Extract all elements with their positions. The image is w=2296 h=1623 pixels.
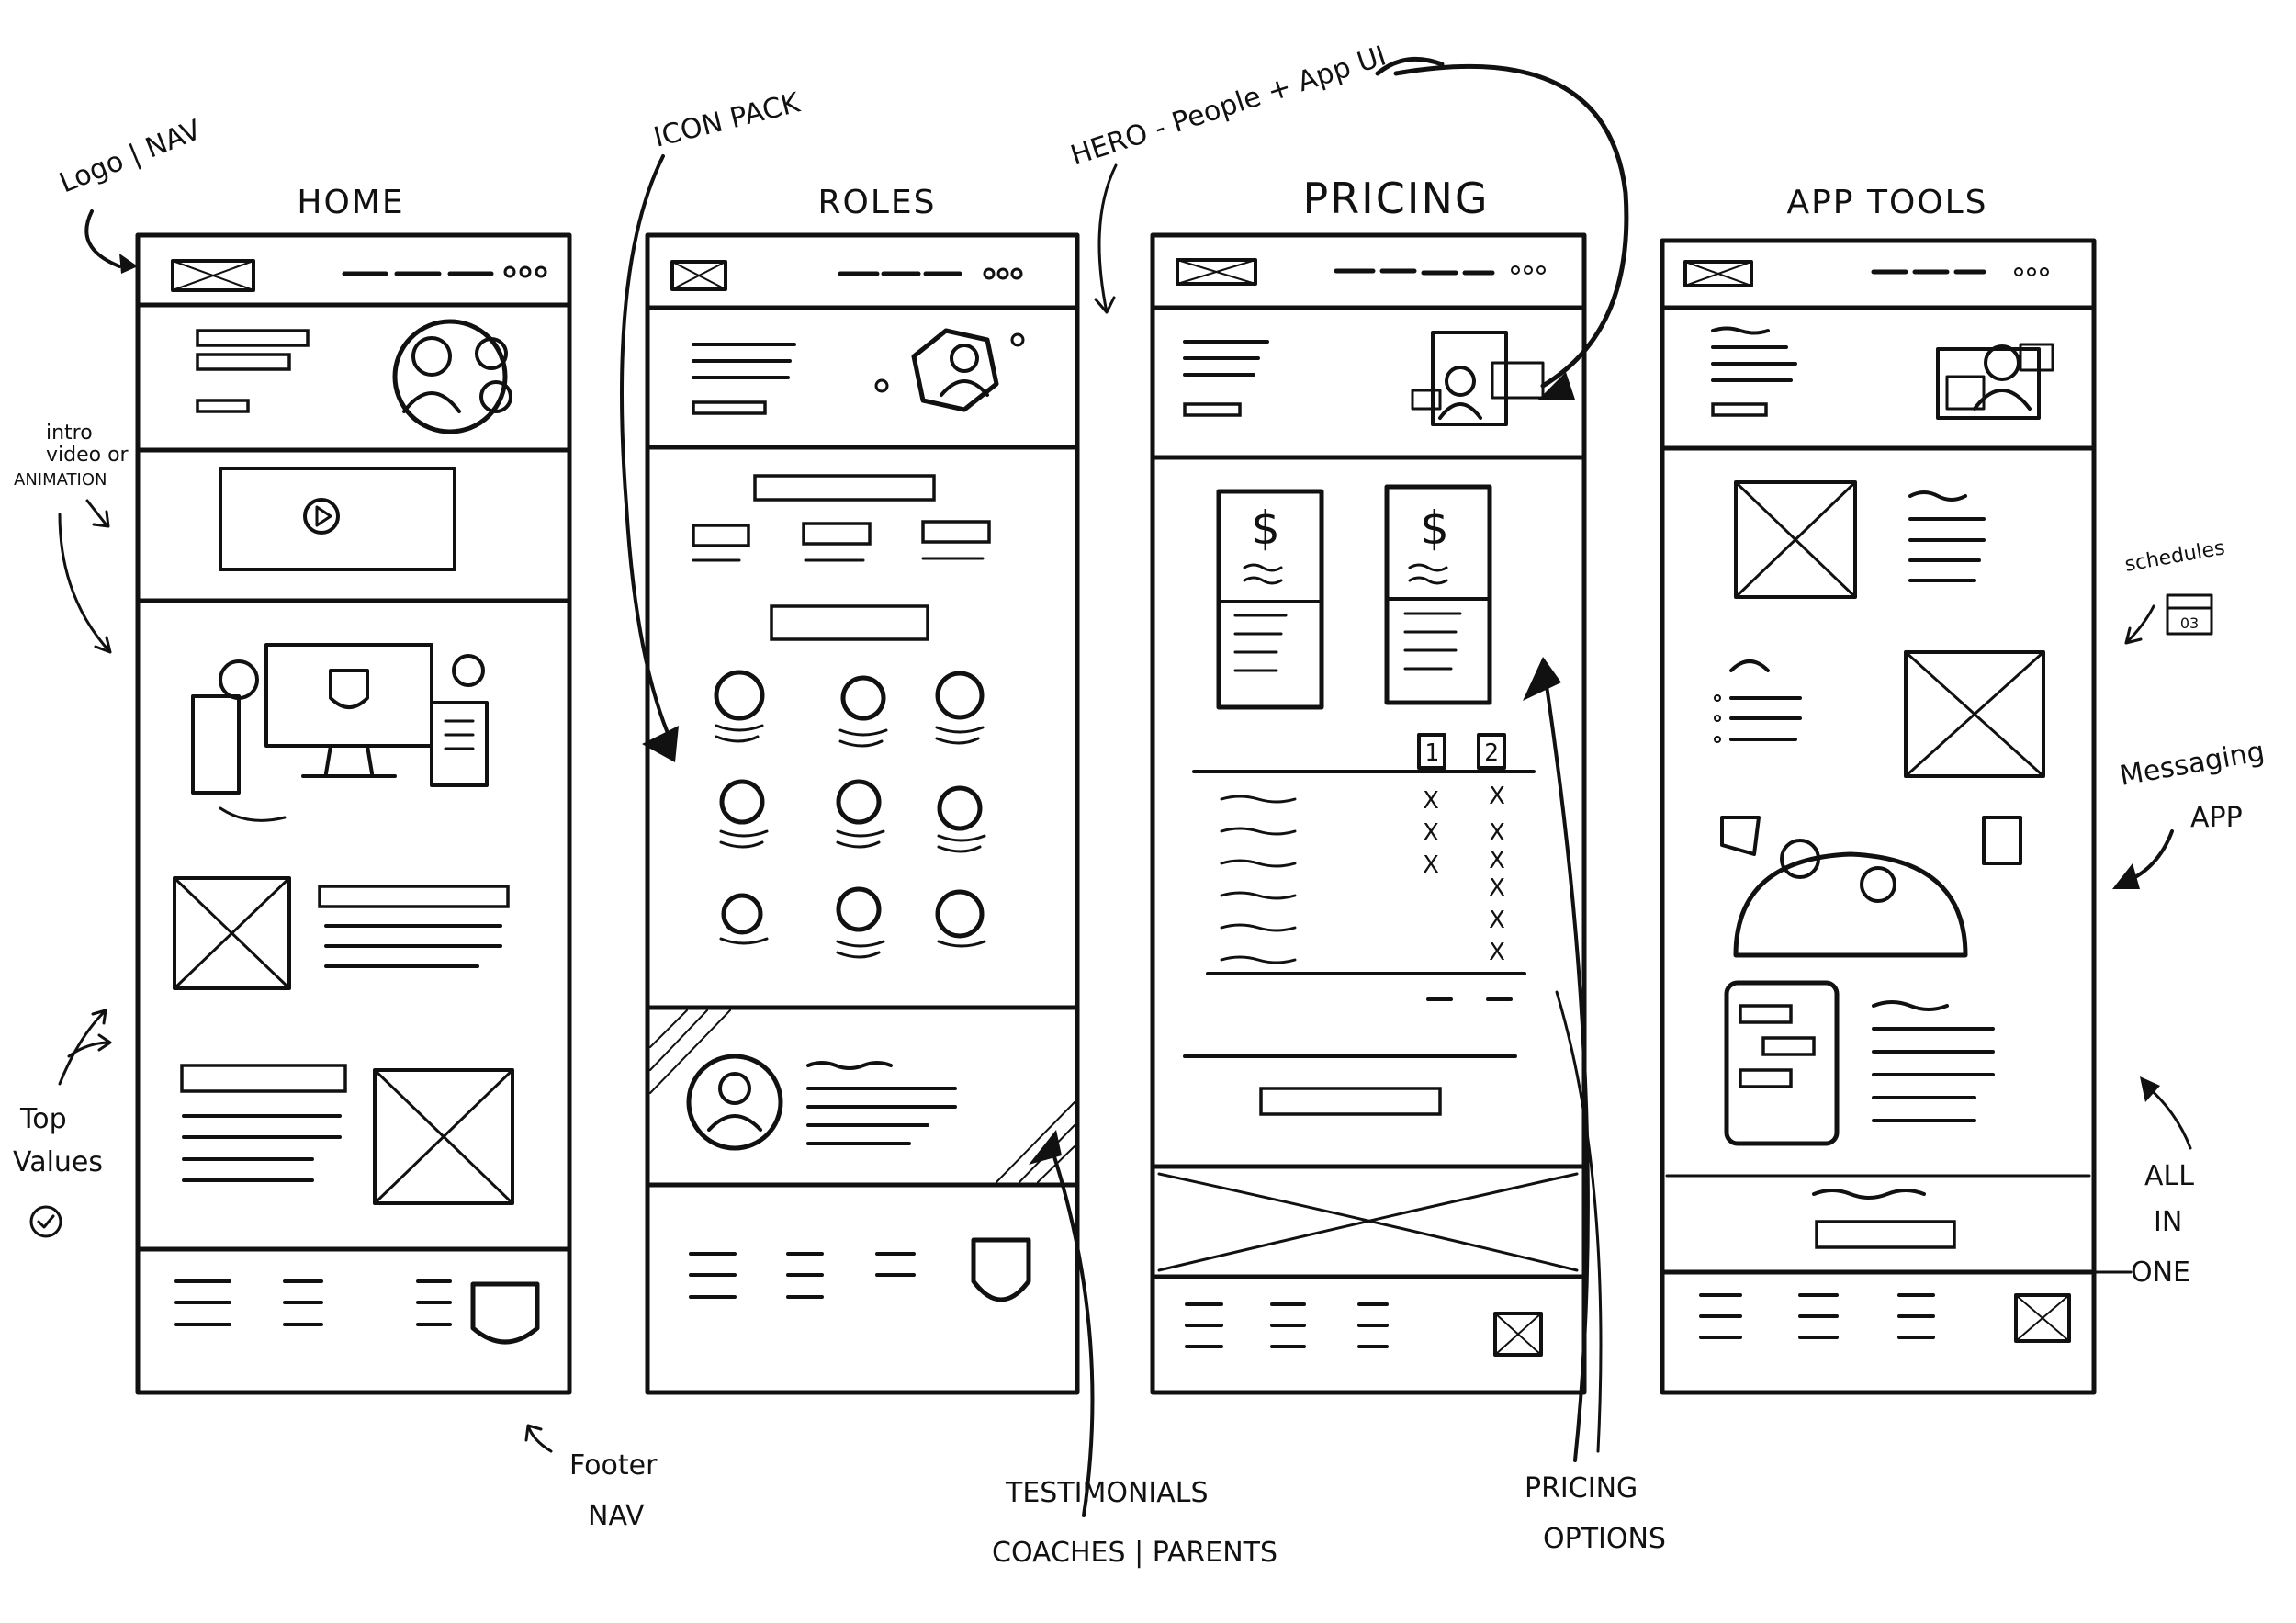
home-monitor-illustration: [264, 643, 433, 748]
roles-wireframe: [645, 232, 1080, 1395]
all-in-one-note-line-2: IN: [2154, 1206, 2182, 1238]
pricing-card-1: $: [1216, 489, 1324, 710]
footer-nav-arrow: [524, 1424, 553, 1453]
pricing-nav-links: [1334, 265, 1546, 276]
pricing-banner-image-placeholder: [1157, 1172, 1579, 1272]
testimonials-note-line-2: COACHES | PARENTS: [992, 1537, 1277, 1569]
roles-nav-links: [838, 267, 1023, 280]
roles-testimonial-hatching: [649, 1009, 1075, 1183]
schedules-note: schedules: [2123, 536, 2227, 577]
app-tools-nav-links: [1871, 267, 2049, 276]
icon-pack-arrow: [620, 154, 674, 746]
plan-2-label: 2: [1484, 739, 1499, 767]
pricing-frame: [1150, 232, 1587, 1395]
roles-frame: [645, 232, 1080, 1395]
pricing-options-note-line-2: OPTIONS: [1543, 1523, 1666, 1555]
messaging-phone-mockup: [1724, 980, 1840, 1146]
pricing-footer-nav: [1185, 1302, 1389, 1348]
pricing-options-arrow: [1541, 659, 1590, 1462]
calendar-icon: [2166, 593, 2213, 636]
hero-curved-arrow: [1393, 63, 1629, 389]
calendar-day: 03: [2180, 614, 2199, 632]
all-in-one-note-line-3: ONE: [2131, 1257, 2190, 1289]
svg-text:X: X: [1489, 874, 1505, 902]
pricing-wireframe: $ $ 1 2 X X X X X X X X: [1150, 232, 1587, 1395]
shield-icon: [329, 669, 369, 709]
home-footer-nav: [174, 1279, 452, 1326]
app-tools-image-placeholder: [1904, 650, 2045, 778]
icon-pack-note: ICON PACK: [650, 86, 804, 154]
roles-footer-shield-logo: [971, 1237, 1031, 1302]
roles-logo-placeholder: [670, 260, 727, 291]
top-values-arrow: [58, 1009, 112, 1086]
intro-video-placeholder: [219, 467, 456, 571]
roles-icon-pack-grid: [714, 670, 986, 959]
logo-nav-arrow: [84, 209, 121, 268]
home-hero-people-illustration: [392, 319, 508, 434]
logo-nav-note: Logo | NAV: [55, 114, 206, 200]
svg-text:X: X: [1489, 819, 1505, 847]
home-nav-links: [342, 265, 547, 278]
intro-note-line-2: video or: [46, 444, 129, 467]
home-frame: [135, 232, 572, 1395]
home-title: HOME: [297, 184, 404, 221]
testimonials-arrow: [1050, 1146, 1095, 1517]
pricing-options-note-line-1: PRICING: [1525, 1472, 1638, 1505]
pricing-comparison-table: 1 2 X X X X X X X X X: [1192, 733, 1536, 1001]
testimonial-avatar: [686, 1054, 783, 1151]
svg-text:X: X: [1489, 907, 1505, 934]
svg-text:X: X: [1423, 819, 1439, 847]
pricing-hero-app-ui: [1431, 331, 1508, 426]
messaging-app-illustration: [1720, 816, 2022, 958]
home-wireframe: [135, 232, 572, 1395]
all-in-one-note-line-1: ALL: [2144, 1160, 2194, 1192]
schedules-arrow: [2124, 604, 2155, 645]
app-tools-footer-logo-placeholder: [2014, 1293, 2071, 1343]
footer-nav-note-line-1: Footer: [569, 1449, 658, 1482]
top-values-note-line-1: Top: [19, 1103, 67, 1135]
pricing-footer-logo-placeholder: [1493, 1312, 1543, 1357]
testimonials-note-line-1: TESTIMONIALS: [1005, 1477, 1209, 1509]
pricing-logo-placeholder: [1176, 258, 1257, 286]
intro-note-line-1: intro: [46, 422, 93, 445]
svg-text:X: X: [1423, 851, 1439, 879]
pricing-title: PRICING: [1302, 174, 1489, 223]
intro-note-line-3: ANIMATION: [14, 470, 107, 490]
all-in-one-cta-button: [1815, 1220, 1956, 1249]
schedules-image-placeholder: [1734, 480, 1857, 599]
app-tools-title: APP TOOLS: [1786, 184, 1987, 221]
pricing-card-2-dollar-icon: $: [1420, 502, 1449, 555]
play-icon: [303, 498, 340, 535]
home-image-placeholder-1: [173, 876, 291, 990]
svg-text:X: X: [1489, 783, 1505, 810]
plan-1-label: 1: [1424, 739, 1439, 767]
check-circle-icon: [29, 1205, 62, 1238]
intro-note-arrow: [85, 499, 110, 528]
footer-shield-logo: [470, 1281, 540, 1345]
svg-text:X: X: [1489, 847, 1505, 874]
messaging-note-line-2: APP: [2190, 802, 2243, 834]
svg-text:X: X: [1423, 787, 1439, 815]
roles-title: ROLES: [817, 184, 936, 221]
app-tools-footer-nav: [1699, 1293, 1935, 1339]
pricing-card-2: $: [1384, 484, 1492, 705]
footer-nav-note-line-2: NAV: [588, 1500, 645, 1532]
hero-note-arrow: [1094, 163, 1118, 314]
svg-text:X: X: [1489, 939, 1505, 966]
top-values-note-line-2: Values: [13, 1146, 103, 1178]
app-tools-logo-placeholder: [1683, 260, 1753, 287]
roles-hero-hexagon-avatar: [911, 328, 999, 412]
home-image-placeholder-2: [373, 1068, 514, 1205]
pricing-card-1-dollar-icon: $: [1251, 502, 1280, 555]
home-logo-placeholder: [171, 259, 255, 292]
app-tools-hero-illustration: [1936, 347, 2041, 420]
hero-note: HERO - People + App UI: [1067, 39, 1390, 172]
app-tools-wireframe: [1660, 238, 2097, 1395]
pricing-cta-button: [1259, 1087, 1442, 1116]
messaging-note-line-1: Messaging: [2117, 736, 2267, 793]
roles-footer-nav: [689, 1252, 916, 1299]
app-tools-frame: [1660, 238, 2097, 1395]
